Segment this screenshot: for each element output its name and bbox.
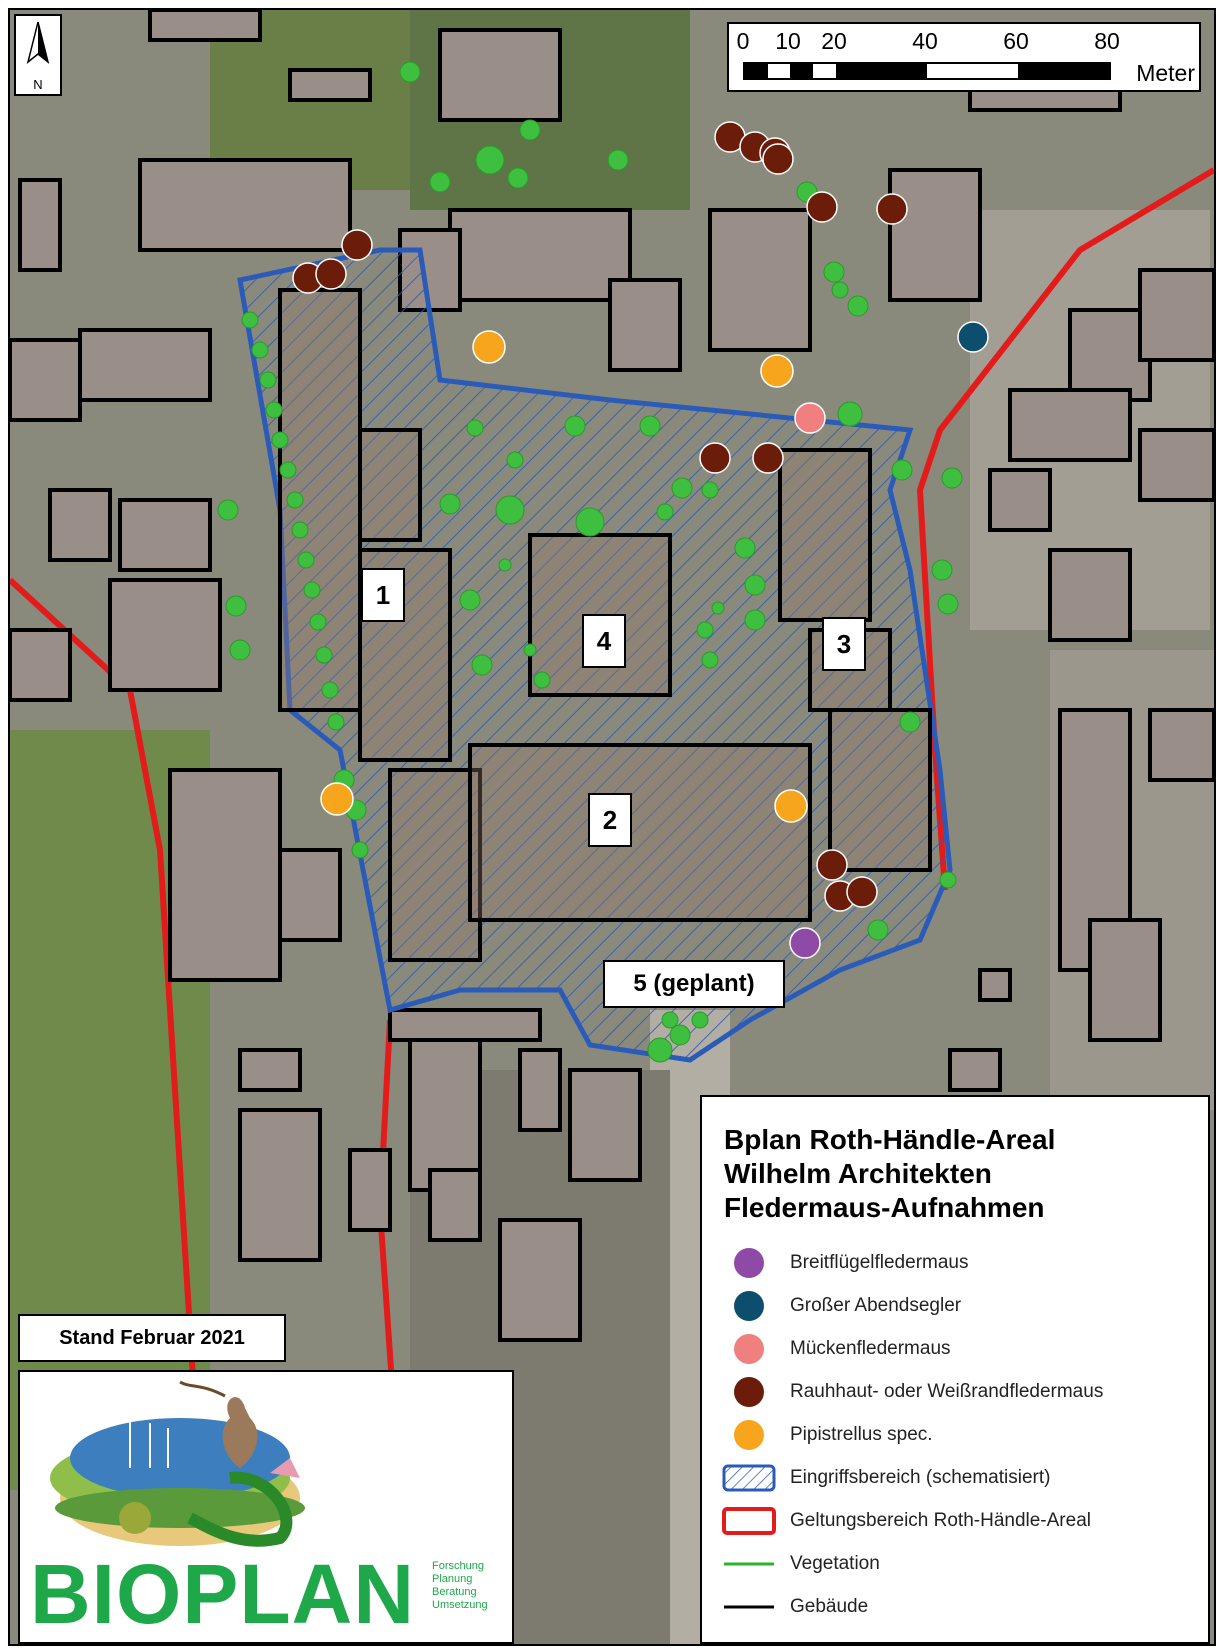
orange-dot-icon bbox=[734, 1420, 764, 1450]
bioplan-logo: BIOPLAN Forschung Planung Beratung Umset… bbox=[18, 1370, 514, 1644]
scale-tick: 10 bbox=[775, 28, 801, 54]
area-label-2: 2 bbox=[588, 793, 632, 847]
scale-tick: 0 bbox=[736, 28, 750, 54]
scale-track bbox=[743, 62, 1111, 80]
hatch-box-icon bbox=[722, 1464, 776, 1492]
date-stamp: Stand Februar 2021 bbox=[18, 1314, 286, 1362]
rauhhaut-observation bbox=[846, 876, 878, 908]
legend-item-muecken: Mückenfledermaus bbox=[722, 1329, 951, 1369]
logo-wordmark: BIOPLAN bbox=[30, 1547, 415, 1641]
brown-dot-icon bbox=[734, 1377, 764, 1407]
pipistrellus-observation bbox=[472, 330, 506, 364]
scale-tick: 40 bbox=[912, 28, 938, 54]
legend-item-breitfluegel: Breitflügelfledermaus bbox=[722, 1243, 968, 1283]
scale-tick: 80 bbox=[1094, 28, 1120, 54]
legend-title: Bplan Roth-Händle-Areal Wilhelm Architek… bbox=[724, 1124, 1056, 1223]
rauhhaut-observation bbox=[762, 143, 794, 175]
legend-item-geltung: Geltungsbereich Roth-Händle-Areal bbox=[722, 1501, 1091, 1541]
logo-tagline: Forschung Planung Beratung Umsetzung bbox=[432, 1560, 488, 1611]
green-line-icon bbox=[724, 1562, 774, 1566]
scale-tick: 60 bbox=[1003, 28, 1029, 54]
pipistrellus-observation bbox=[320, 782, 354, 816]
legend-item-pipistrellus: Pipistrellus spec. bbox=[722, 1415, 933, 1455]
purple-dot-icon bbox=[734, 1248, 764, 1278]
black-line-icon bbox=[724, 1605, 774, 1609]
rauhhaut-observation bbox=[876, 193, 908, 225]
area-label-3: 3 bbox=[822, 617, 866, 671]
map-legend: Bplan Roth-Händle-Areal Wilhelm Architek… bbox=[700, 1095, 1210, 1644]
rauhhaut-observation bbox=[752, 442, 784, 474]
area-label-4: 4 bbox=[582, 614, 626, 668]
north-arrow: N bbox=[14, 14, 62, 96]
rauhhaut-observation bbox=[816, 849, 848, 881]
buildings bbox=[10, 10, 1214, 1342]
legend-item-rauhhaut: Rauhhaut- oder Weißrandfledermaus bbox=[722, 1372, 1103, 1412]
pink-dot-icon bbox=[734, 1334, 764, 1364]
rauhhaut-observation bbox=[315, 258, 347, 290]
breitfluegel-observation bbox=[789, 927, 821, 959]
legend-item-abendsegler: Großer Abendsegler bbox=[722, 1286, 961, 1326]
red-box-icon bbox=[722, 1507, 776, 1535]
rauhhaut-observation bbox=[699, 442, 731, 474]
scale-unit: Meter bbox=[1136, 60, 1195, 86]
logo-illustration bbox=[50, 1380, 305, 1547]
bat-observations bbox=[292, 121, 989, 959]
abendsegler-observation bbox=[957, 321, 989, 353]
pipistrellus-observation bbox=[760, 354, 794, 388]
area-label-5: 5 (geplant) bbox=[603, 960, 785, 1008]
pipistrellus-observation bbox=[774, 789, 808, 823]
legend-item-vegetation: Vegetation bbox=[722, 1544, 880, 1584]
north-label: N bbox=[33, 77, 43, 92]
rauhhaut-observation bbox=[806, 191, 838, 223]
mueckenfledermaus-observation bbox=[794, 402, 826, 434]
north-arrow-icon bbox=[26, 21, 50, 64]
scale-tick: 20 bbox=[821, 28, 847, 54]
dark-blue-dot-icon bbox=[734, 1291, 764, 1321]
area-label-1: 1 bbox=[361, 568, 405, 622]
rauhhaut-observation bbox=[341, 229, 373, 261]
scale-bar: 0 10 20 40 60 80 Meter bbox=[727, 22, 1201, 92]
legend-item-eingriff: Eingriffsbereich (schematisiert) bbox=[722, 1458, 1050, 1498]
vegetation bbox=[217, 61, 963, 1063]
legend-item-gebaeude: Gebäude bbox=[722, 1587, 868, 1627]
